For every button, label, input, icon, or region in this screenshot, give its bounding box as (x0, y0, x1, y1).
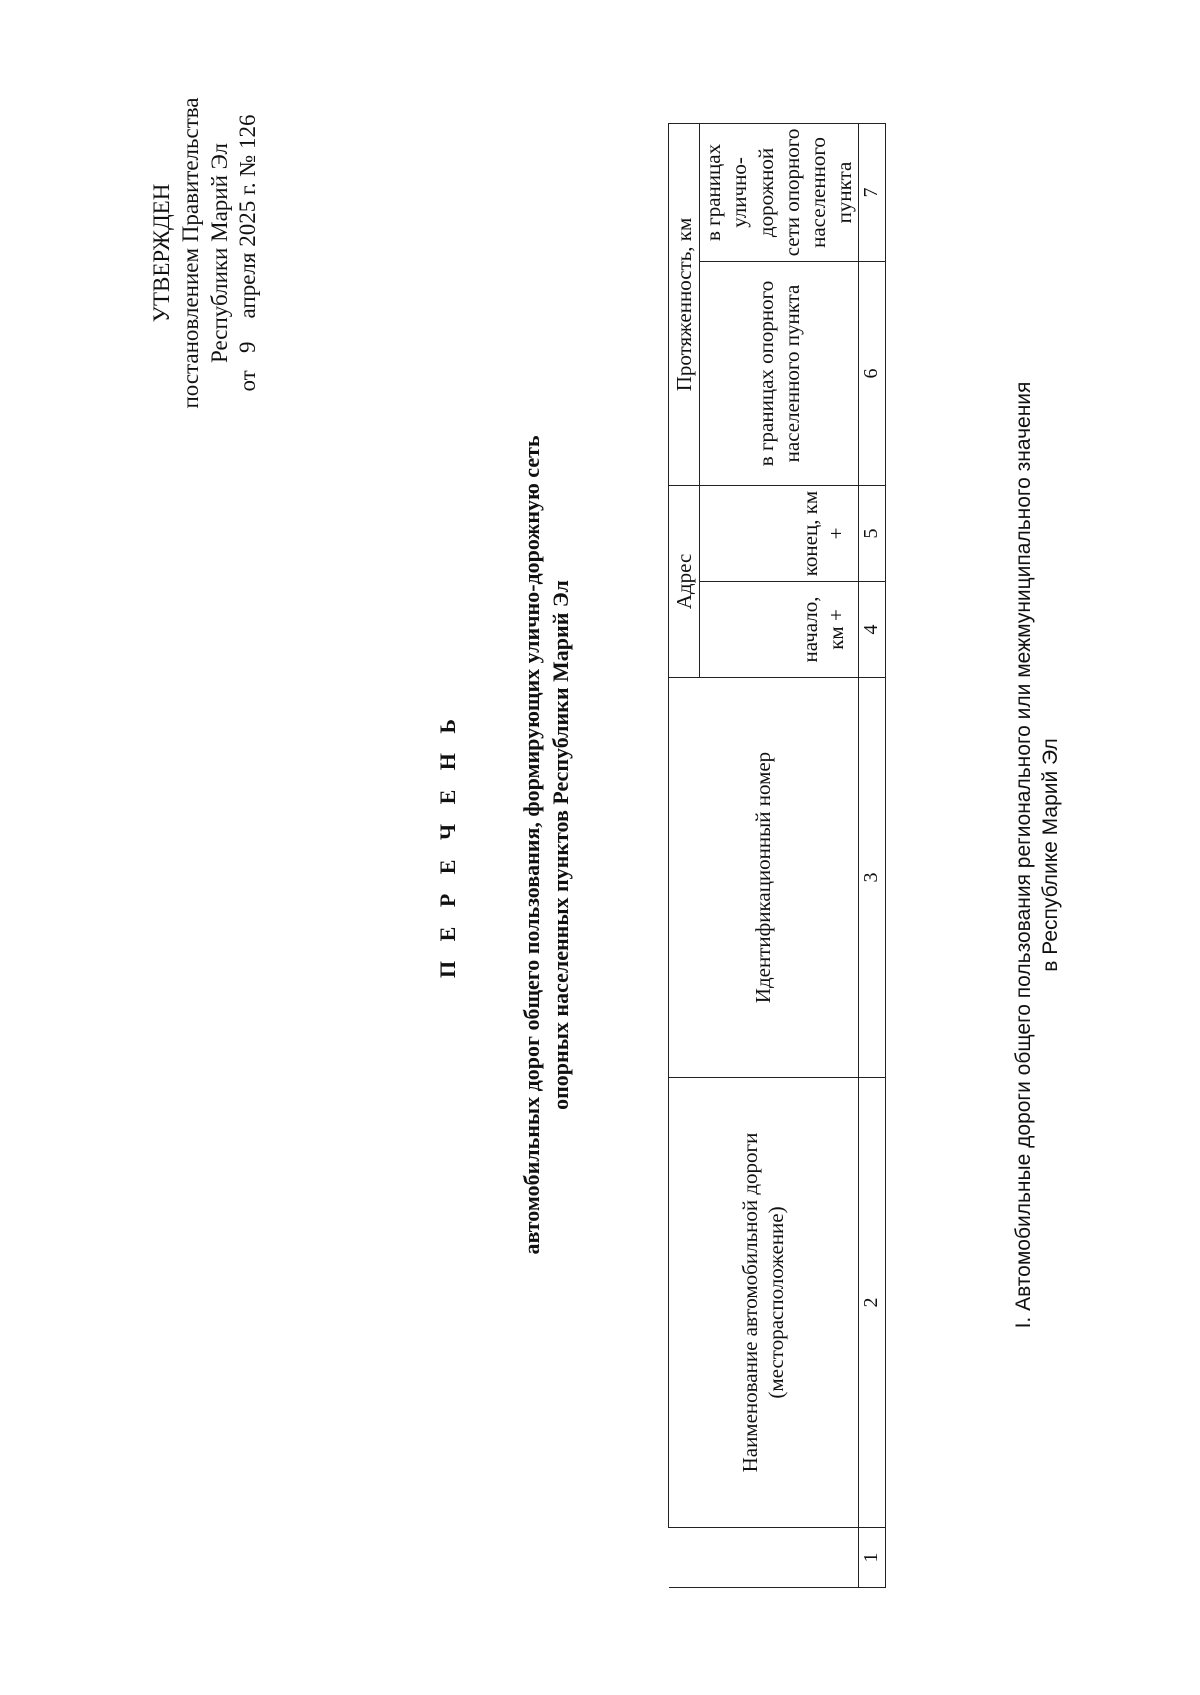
column-number: 6 (858, 261, 885, 486)
subtitle-line-1: автомобильных дорог общего пользования, … (519, 435, 544, 1255)
header-length-within-settlement: в границах опорного населенного пункта (699, 261, 858, 486)
header-id-number: Идентификационный номер (668, 677, 858, 1078)
column-number: 2 (858, 1077, 885, 1528)
column-number: 1 (858, 1527, 885, 1588)
table-header-row: Наименование автомобильной дороги (место… (668, 123, 858, 1588)
column-numbers-row: 1 2 3 4 5 6 7 (858, 123, 885, 1588)
section-heading-line-2: в Республике Марий Эл (1039, 738, 1063, 972)
approval-region: Республики Марий Эл (206, 142, 232, 364)
document-title: П Е Р Е Ч Е Н Ь (435, 712, 460, 978)
approval-authority: постановлением Правительства (177, 97, 203, 409)
column-number: 7 (858, 123, 885, 262)
column-number: 3 (858, 677, 885, 1078)
approval-date-number: от 9 апреля 2025 г. № 126 (235, 114, 261, 392)
column-number: 4 (858, 581, 885, 678)
approval-heading: УТВЕРЖДЕН (149, 183, 174, 323)
subtitle-line-2: опорных населенных пунктов Республики Ма… (547, 580, 573, 1110)
header-road-name: Наименование автомобильной дороги (место… (668, 1077, 858, 1528)
approval-block: УТВЕРЖДЕН постановлением Правительства Р… (148, 23, 263, 483)
header-address: Адрес (668, 485, 700, 678)
header-address-end: конец, км + (699, 485, 858, 582)
column-number: 5 (858, 485, 885, 582)
roads-table: Наименование автомобильной дороги (место… (668, 123, 886, 1588)
header-length-road-network: в границах улично-дорожной сети опорного… (699, 123, 858, 262)
header-number-cell (668, 1527, 858, 1588)
header-length: Протяженность, км (668, 123, 700, 486)
document-subtitle: автомобильных дорог общего пользования, … (518, 215, 575, 1475)
section-heading: I. Автомобильные дороги общего пользован… (1010, 265, 1065, 1445)
header-address-start: начало, км + (699, 581, 858, 678)
section-heading-line-1: I. Автомобильные дороги общего пользован… (1012, 381, 1035, 1329)
